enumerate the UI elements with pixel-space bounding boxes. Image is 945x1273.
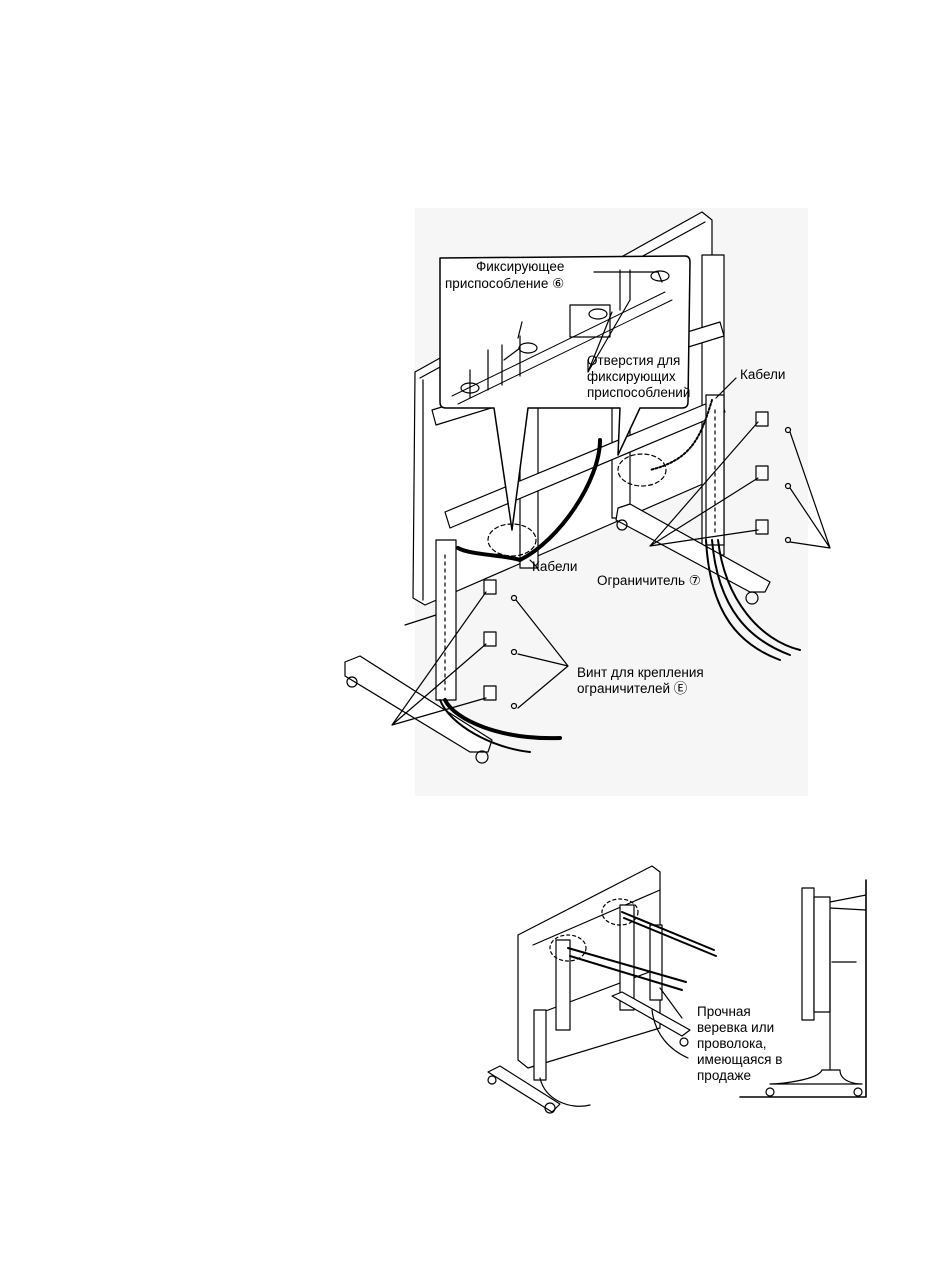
figure-1-stand-drawing <box>344 208 831 796</box>
holes-label-line3: приспособлений <box>587 385 691 400</box>
rope-label-line4: имеющаяся в <box>697 1052 783 1067</box>
cables-label-right: Кабели <box>740 367 786 382</box>
cables-label-left: Кабели <box>532 559 578 574</box>
screw-label-line1: Винт для крепления <box>577 665 704 680</box>
holes-label-line1: Отверстия для <box>587 353 681 368</box>
screw-label-line2: ограничителей Ⓔ <box>577 681 688 696</box>
rope-label-line2: веревка или <box>697 1020 775 1035</box>
rope-label-line3: проволока, <box>697 1036 767 1051</box>
rope-label-line5: продаже <box>697 1068 751 1083</box>
fixture-label-line1: Фиксирующее <box>476 259 565 274</box>
holes-label-line2: фиксирующих <box>587 369 676 384</box>
limiter-label: Ограничитель ⑦ <box>597 573 701 588</box>
figure-2-rope-drawing <box>487 865 867 1114</box>
fixture-label-line2: приспособление ⑥ <box>445 276 565 291</box>
rope-label-line1: Прочная <box>697 1004 751 1019</box>
